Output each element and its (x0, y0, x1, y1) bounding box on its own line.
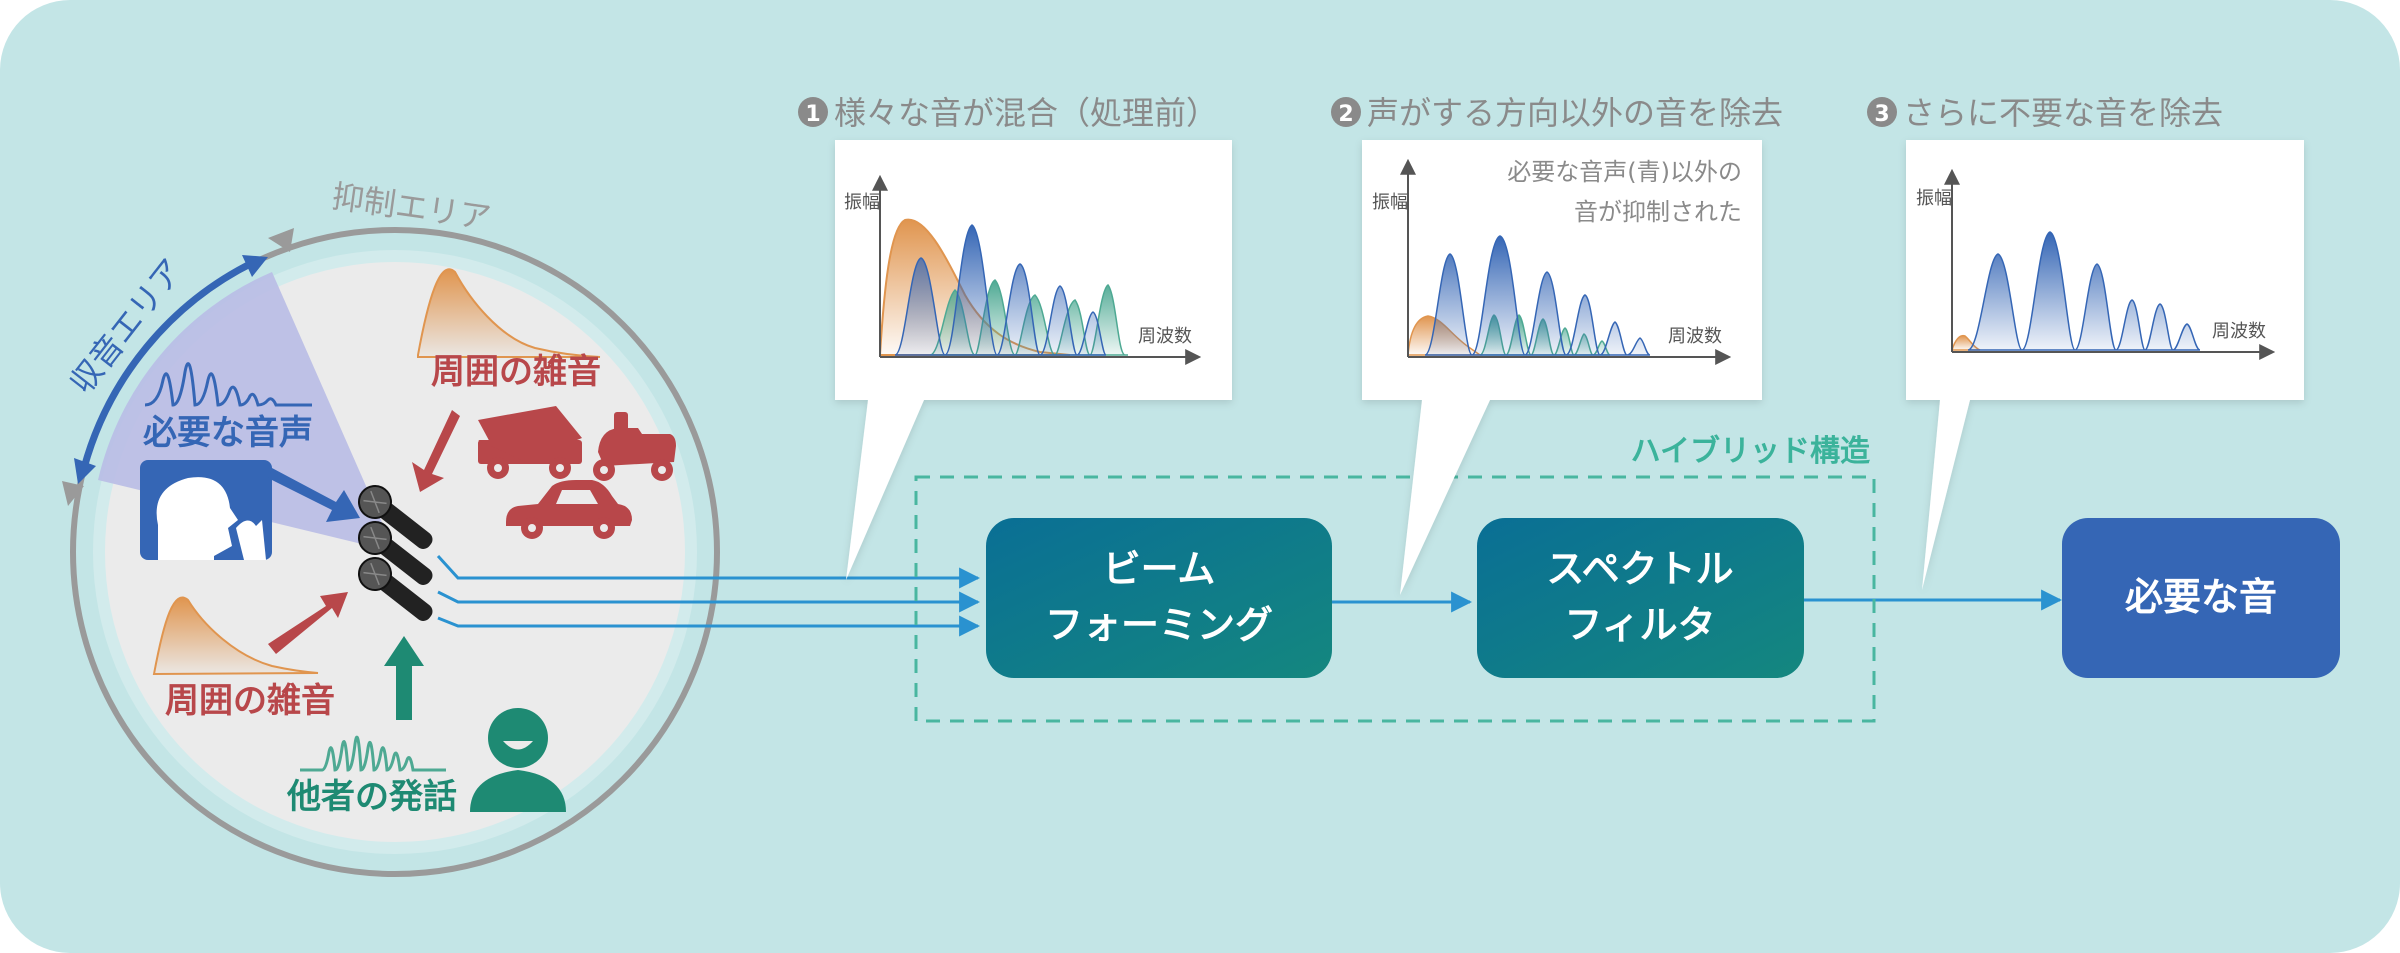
step-3-title: さらに不要な音を除去 (1903, 94, 2223, 132)
step-3-panel: 3 さらに不要な音を除去 振幅 周波数 (1867, 94, 2304, 590)
pickup-area-arc (80, 258, 256, 469)
ambient-noise-bottom-label: 周囲の雑音 (165, 681, 335, 721)
step-3-number-badge (1867, 97, 1897, 127)
mic-signal-line-1 (436, 554, 981, 589)
other-speech-label: 他者の発話 (286, 777, 457, 817)
output-block (2062, 518, 2340, 678)
noise-arrow-top (412, 410, 460, 492)
mic-signal-line-2 (437, 590, 981, 613)
step-1-y-axis-label-text: 振幅 (844, 192, 880, 213)
car-icon (506, 480, 632, 539)
step-1-x-axis-label: 周波数 (1138, 326, 1192, 347)
step-3-callout (1906, 140, 2304, 590)
mic-signal-line-3 (437, 615, 981, 637)
pickup-arc-arrowhead-bottom (74, 458, 96, 484)
step-2-number: 2 (1338, 102, 1353, 127)
step-1-number: 1 (805, 102, 820, 127)
noise-arrow-bottom (268, 592, 348, 654)
dump-truck-icon (478, 406, 582, 479)
step-1-panel: 1 様々な音が混合（処理前） 振幅 周波数 (798, 94, 1232, 580)
beamforming-block (986, 518, 1332, 678)
voice-arrow (268, 468, 360, 522)
person-speaking-icon (140, 460, 272, 560)
ambient-noise-top-label: 周囲の雑音 (431, 352, 601, 392)
step-2-note-line2: 音が抑制された (1574, 198, 1742, 226)
microphone-array (358, 485, 433, 621)
beamforming-label-line2: フォーミング (1045, 603, 1273, 647)
noise-waveform-icon (417, 268, 601, 358)
step-2-panel: 2 声がする方向以外の音を除去 必要な音声(青)以外の 音が抑制された 振幅 周… (1331, 94, 1783, 595)
step-1-spectrum (878, 218, 1128, 356)
step-3-voice-spectrum (1967, 231, 2201, 351)
voice-waveform-icon (144, 362, 312, 407)
hybrid-structure-label: ハイブリッド構造 (1631, 434, 1870, 469)
suppression-area-circle (70, 227, 720, 877)
acoustic-scene: 収音エリア 抑制エリア 必要な音声 周囲の雑音 (62, 177, 720, 877)
step-2-spectrum (1407, 235, 1651, 356)
step-2-title: 声がする方向以外の音を除去 (1367, 94, 1783, 132)
scooter-icon (593, 412, 676, 481)
step-1-number-badge (798, 97, 828, 127)
microphone-icon (358, 557, 433, 621)
step-3-spectrum (1950, 231, 2201, 351)
step-2-number-badge (1331, 97, 1361, 127)
hybrid-structure-frame (914, 475, 1876, 723)
step-2-callout (1362, 140, 1762, 595)
target-voice-label: 必要な音声 (143, 413, 313, 453)
microphone-icon (358, 485, 433, 549)
spectral-filter-label-line1: スペクトル (1546, 547, 1733, 591)
pickup-arc-arrowhead-top (242, 255, 268, 277)
step-2-voice-spectrum (1424, 235, 1651, 356)
other-speech-arrow (384, 636, 424, 720)
step-3-number: 3 (1874, 102, 1889, 127)
beamforming-label-line1: ビーム (1103, 547, 1216, 591)
person-icon (470, 708, 566, 812)
suppression-arc-arrowhead-top (268, 228, 294, 252)
step-2-x-axis-label: 周波数 (1668, 326, 1722, 347)
output-label: 必要な音 (2125, 575, 2277, 619)
processing-pipeline: ハイブリッド構造 ビーム フォーミング スペクトル フィルタ 必要な音 (914, 434, 2340, 723)
suppression-arc-arrowhead-left (62, 481, 84, 506)
other-speech-waveform-icon (300, 735, 446, 772)
step-1-voice-spectrum (894, 224, 1107, 356)
spectral-filter-label-line2: フィルタ (1564, 603, 1715, 647)
step-3-x-axis-label: 周波数 (2212, 321, 2266, 342)
step-1-title: 様々な音が混合（処理前） (834, 94, 1218, 132)
microphone-icon (358, 521, 433, 585)
step-2-note-line1: 必要な音声(青)以外の (1507, 158, 1742, 186)
spectral-filter-block (1477, 518, 1804, 678)
step-2-y-axis-label: 振幅 (1372, 192, 1408, 213)
signal-lines (436, 554, 2063, 637)
step-1-y-axis-label: 振幅 (844, 192, 880, 213)
step-3-y-axis-label: 振幅 (1916, 188, 1952, 209)
noise-waveform-bottom-icon (152, 596, 319, 676)
